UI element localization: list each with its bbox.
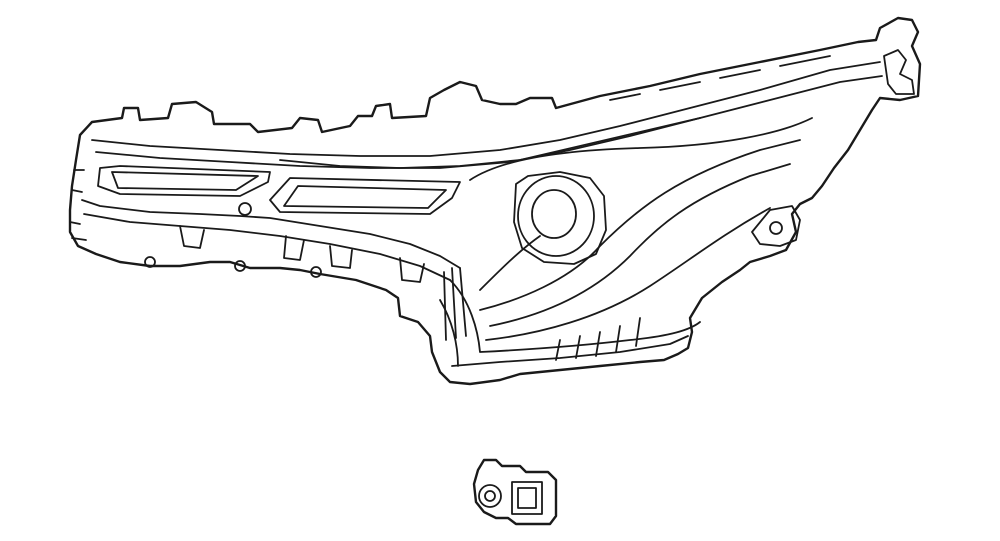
bracket-icon xyxy=(472,458,558,526)
drl-strip-center xyxy=(269,177,461,215)
lower-left-bezel-2 xyxy=(83,213,451,281)
bracket-window-inner xyxy=(517,487,537,509)
reflector-arc-4 xyxy=(479,235,541,291)
top-right-bracket xyxy=(883,49,915,95)
left-tabs xyxy=(69,169,87,241)
housing-outline xyxy=(68,16,922,386)
drl-strip-upper-inner xyxy=(111,171,259,191)
lamp-swoop xyxy=(449,279,701,353)
projector-housing xyxy=(513,171,607,265)
trim-band-top xyxy=(279,117,701,169)
right-mount-hole xyxy=(769,221,783,235)
drl-strip-upper xyxy=(97,165,271,197)
lower-left-bezel xyxy=(81,199,461,269)
headlamp-icon xyxy=(68,16,922,386)
bracket-boss-outer xyxy=(478,484,502,508)
reflector-arc-outer xyxy=(469,117,813,181)
reflector-arc-1 xyxy=(479,139,801,311)
projector-lens-inner xyxy=(531,189,577,239)
drl-strip-center-inner xyxy=(283,185,447,209)
center-fins xyxy=(443,267,467,341)
projector-lens-outer xyxy=(517,175,595,257)
lower-connectors xyxy=(179,225,425,283)
lower-rim xyxy=(451,335,689,367)
upper-bezel-line xyxy=(91,61,881,157)
lower-ribs xyxy=(555,317,641,361)
bracket-body xyxy=(472,458,558,526)
upper-bezel-line-2 xyxy=(95,75,883,169)
bolt-2 xyxy=(234,260,246,272)
bolt-1 xyxy=(144,256,156,268)
right-mount-detail xyxy=(751,205,801,247)
bracket-boss-inner xyxy=(484,490,496,502)
bracket-window xyxy=(511,481,543,515)
bolt-3 xyxy=(310,266,322,278)
lamp-swoop-2 xyxy=(439,299,459,367)
reflector-arc-3 xyxy=(485,207,771,341)
reflector-arc-2 xyxy=(489,163,791,327)
top-crest xyxy=(609,55,831,101)
marker-dot xyxy=(238,202,252,216)
